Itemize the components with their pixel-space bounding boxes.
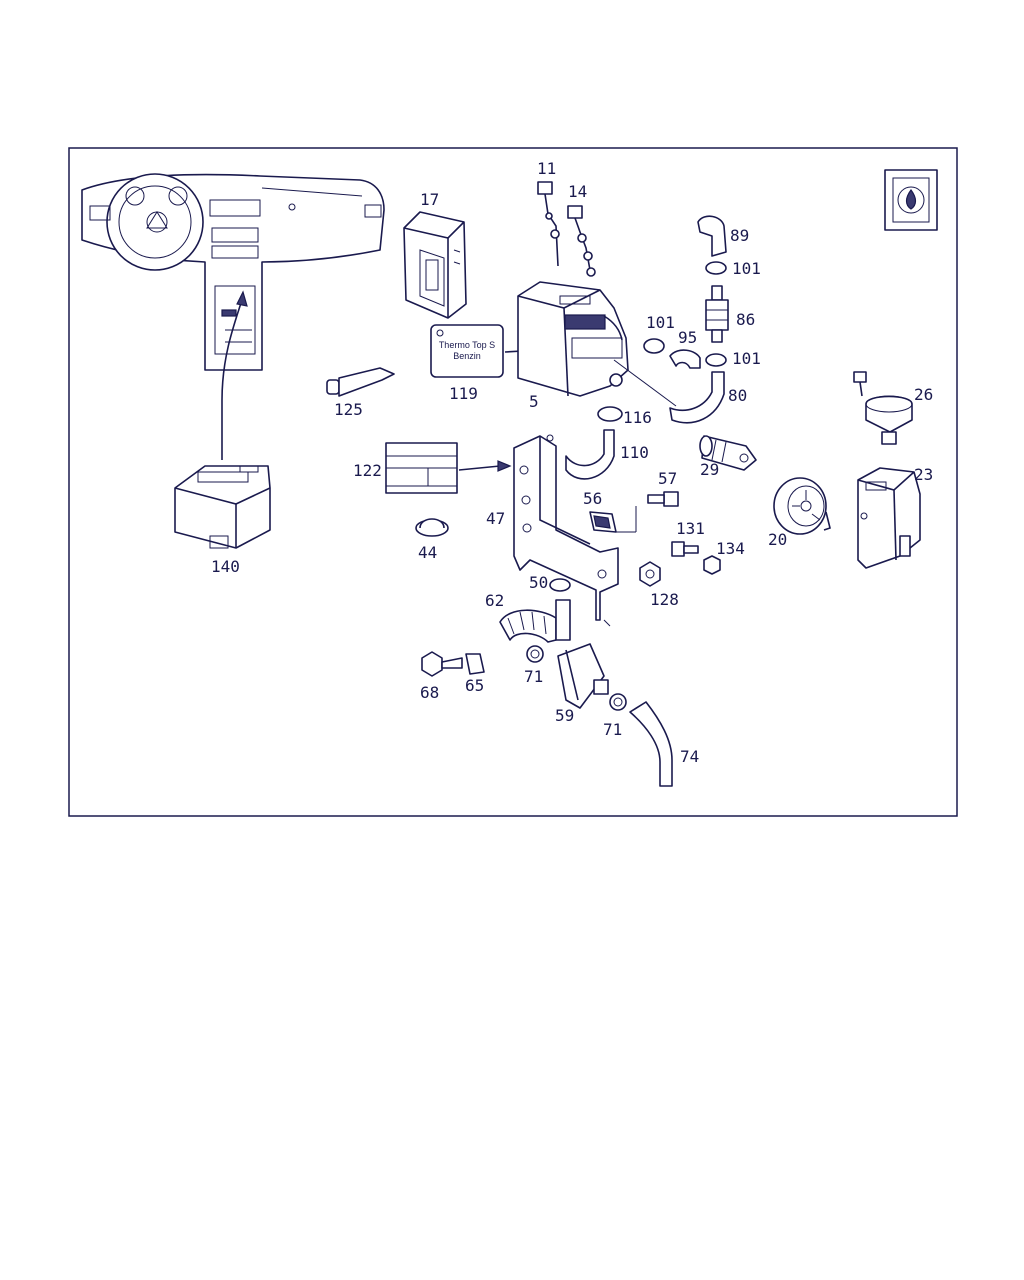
callout-14: 14	[568, 182, 587, 201]
callout-71-a: 71	[524, 667, 543, 686]
flame-icon	[884, 169, 938, 231]
callout-128: 128	[650, 590, 679, 609]
callout-125: 125	[334, 400, 363, 419]
sticker-line1: Thermo Top S	[439, 340, 495, 350]
dashboard-illustration	[81, 173, 385, 371]
part-11-sensor	[537, 181, 560, 267]
part-89-hose	[697, 215, 727, 257]
callout-20: 20	[768, 530, 787, 549]
callout-59: 59	[555, 706, 574, 725]
callout-101-b: 101	[646, 313, 675, 332]
part-47-bracket	[513, 434, 619, 627]
callout-11: 11	[537, 159, 556, 178]
part-101-clamp-a	[705, 261, 727, 275]
part-57-bolt	[647, 491, 679, 507]
part-62-flex-pipe	[499, 599, 571, 643]
callout-89: 89	[730, 226, 749, 245]
callout-74: 74	[680, 747, 699, 766]
arrow-head-122	[497, 460, 512, 472]
callout-47: 47	[486, 509, 505, 528]
part-116-clip	[597, 406, 623, 422]
callout-23: 23	[914, 465, 933, 484]
callout-131: 131	[676, 519, 705, 538]
callout-116: 116	[623, 408, 652, 427]
callout-62: 62	[485, 591, 504, 610]
callout-95: 95	[678, 328, 697, 347]
part-134-nut	[703, 555, 721, 575]
callout-122: 122	[353, 461, 382, 480]
callout-140: 140	[211, 557, 240, 576]
part-125-grease-tube	[326, 367, 395, 397]
callout-56: 56	[583, 489, 602, 508]
part-29-pump	[699, 435, 757, 471]
part-5-heater-unit	[517, 281, 629, 397]
part-68-screw	[421, 651, 463, 677]
callout-80: 80	[728, 386, 747, 405]
callout-17: 17	[420, 190, 439, 209]
arrow-line-122	[458, 465, 501, 471]
part-20-cap	[773, 477, 831, 535]
part-86-filter	[705, 285, 729, 343]
part-119-sticker: Thermo Top S Benzin	[430, 324, 504, 378]
part-17-unit	[403, 211, 467, 319]
callout-68: 68	[420, 683, 439, 702]
callout-65: 65	[465, 676, 484, 695]
part-65-clip	[465, 653, 485, 675]
callout-101-c: 101	[732, 349, 761, 368]
part-128-nut	[639, 561, 661, 587]
part-80-hose	[669, 371, 725, 424]
connector-line-80	[613, 359, 677, 407]
part-26-sensor	[853, 371, 913, 445]
part-44-grommet	[415, 518, 449, 537]
part-122-label	[385, 442, 458, 494]
part-14-sensor	[567, 205, 596, 277]
part-50-nut	[549, 578, 571, 592]
part-71-clamp-a	[526, 645, 544, 663]
callout-57: 57	[658, 469, 677, 488]
part-74-tail-pipe	[629, 701, 673, 787]
callout-110: 110	[620, 443, 649, 462]
callout-134: 134	[716, 539, 745, 558]
callout-119: 119	[449, 384, 478, 403]
callout-5: 5	[529, 392, 539, 411]
arrow-head-140	[236, 290, 248, 307]
part-71-clamp-b	[609, 693, 627, 711]
arrow-line-140	[221, 299, 243, 460]
part-101-clamp-b	[643, 338, 665, 354]
part-101-clamp-c	[705, 353, 727, 367]
part-59-silencer	[557, 643, 609, 709]
callout-71-b: 71	[603, 720, 622, 739]
callout-50: 50	[529, 573, 548, 592]
diagram-border	[68, 147, 958, 817]
callout-86: 86	[736, 310, 755, 329]
part-56-plate	[589, 506, 637, 533]
callout-44: 44	[418, 543, 437, 562]
part-95-elbow	[669, 349, 701, 369]
part-140-control-unit	[174, 465, 271, 549]
callout-101-a: 101	[732, 259, 761, 278]
sticker-line2: Benzin	[453, 351, 481, 361]
callout-29: 29	[700, 460, 719, 479]
part-110-pipe	[565, 429, 615, 480]
part-131-screw	[671, 541, 699, 557]
callout-26: 26	[914, 385, 933, 404]
part-23-unit	[857, 467, 921, 569]
